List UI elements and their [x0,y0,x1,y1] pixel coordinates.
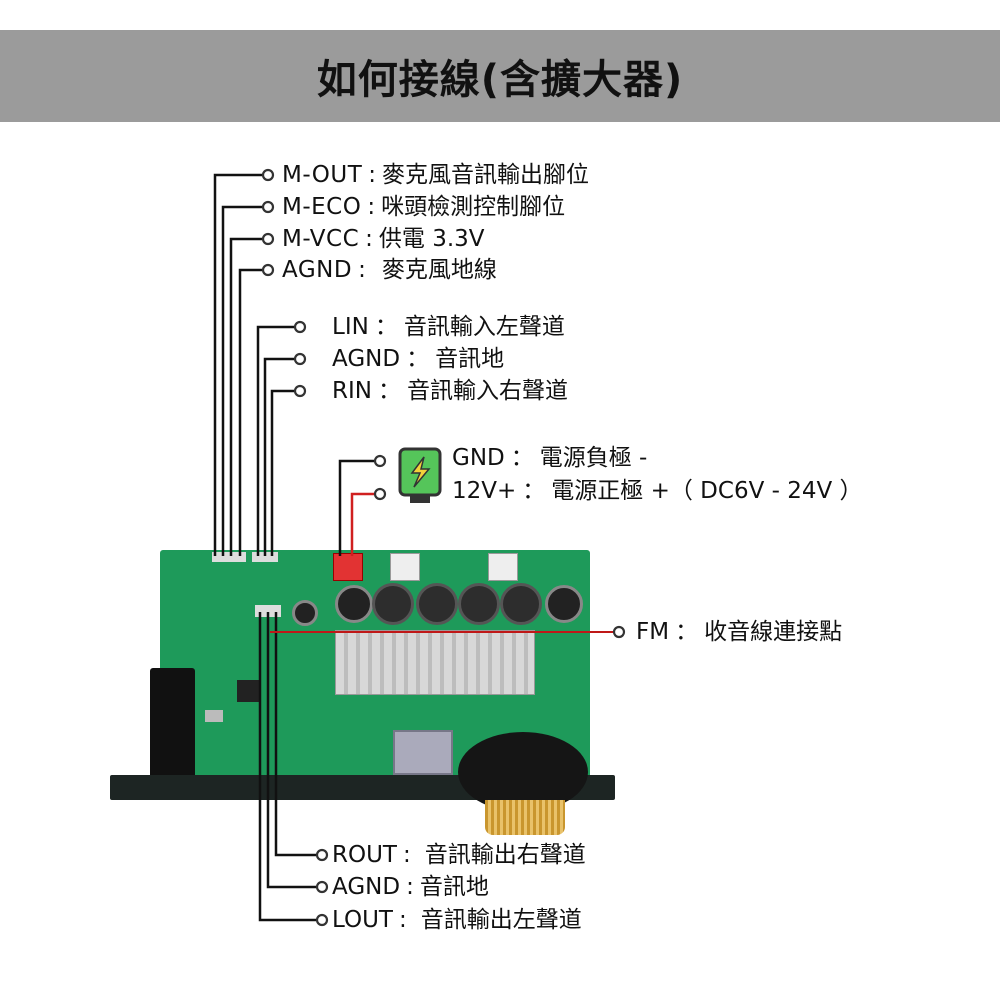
separator: : [367,194,376,220]
label-lin: LIN：音訊輸入左聲道 [332,313,565,341]
separator: ： [377,378,401,404]
pin-desc: 電源負極 - [539,445,648,471]
page-title: 如何接線(含擴大器) [316,57,684,103]
header-bar: 如何接線(含擴大器) [0,30,1000,122]
pin-name: AGND [332,874,401,900]
capacitor [292,600,318,626]
label-fm: FM：收音線連接點 [636,618,842,646]
separator: ： [510,445,534,471]
pin-desc: 收音線連接點 [704,619,843,645]
separator: : [368,162,377,188]
pin-desc: 音訊地 [435,346,505,372]
separator: ： [675,619,699,645]
usb-port [393,730,453,775]
pin-name: M-OUT [282,162,363,188]
pin-name: LOUT [332,907,393,933]
label-mic-agnd: AGND: 麥克風地線 [282,256,497,284]
heatsink [335,630,535,695]
pin-desc: 音訊輸入左聲道 [403,314,565,340]
pin-desc: 音訊地 [419,874,489,900]
separator: : [358,257,366,283]
input-header [252,552,278,562]
separator: : [398,907,407,933]
label-lout: LOUT: 音訊輸出左聲道 [332,906,582,934]
pin-name: FM [636,619,670,645]
pin-desc: 音訊輸出右聲道 [424,842,586,868]
capacitor [335,585,373,623]
separator: : [365,226,373,252]
pin-desc: 電源正極 +（ DC6V - 24V ） [551,478,863,504]
pin-name: ROUT [332,842,397,868]
pin-name: RIN [332,378,372,404]
knob-shaft [485,800,565,835]
inductor [416,583,458,625]
label-gnd: GND：電源負極 - [452,444,647,472]
pin-desc: 麥克風音訊輸出腳位 [382,162,590,188]
label-rin: RIN：音訊輸入右聲道 [332,377,568,405]
inductor [500,583,542,625]
pin-name: M-VCC [282,226,360,252]
output-header [255,605,281,617]
volume-knob [458,732,588,812]
power-adapter-icon [398,447,442,503]
pin-desc: 供電 3.3V [378,226,485,252]
separator: : [406,874,414,900]
chip [237,680,259,702]
pin-desc: 咪頭檢測控制腳位 [381,194,566,220]
separator: ： [406,346,430,372]
crystal [205,710,223,722]
audio-jack [150,668,195,778]
speaker-connector [390,553,420,581]
pin-name: 12V+ [452,478,517,504]
speaker-connector [488,553,518,581]
label-m-out: M-OUT:麥克風音訊輸出腳位 [282,161,589,189]
separator: ： [522,478,546,504]
pin-name: GND [452,445,505,471]
label-output-agnd: AGND:音訊地 [332,873,489,901]
pin-name: LIN [332,314,369,340]
pin-desc: 音訊輸入右聲道 [406,378,568,404]
inductor [372,583,414,625]
pin-desc: 音訊輸出左聲道 [420,907,582,933]
label-rout: ROUT: 音訊輸出右聲道 [332,841,586,869]
pin-name: M-ECO [282,194,362,220]
label-12v: 12V+：電源正極 +（ DC6V - 24V ） [452,477,863,505]
separator: : [402,842,411,868]
label-m-eco: M-ECO:咪頭檢測控制腳位 [282,193,565,221]
mic-header [212,552,246,562]
label-m-vcc: M-VCC:供電 3.3V [282,225,485,253]
capacitor [545,585,583,623]
pin-name: AGND [282,257,353,283]
power-connector [333,553,363,581]
pin-desc: 麥克風地線 [381,257,497,283]
pin-name: AGND [332,346,401,372]
inductor [458,583,500,625]
label-input-agnd: AGND：音訊地 [332,345,504,373]
separator: ： [374,314,398,340]
